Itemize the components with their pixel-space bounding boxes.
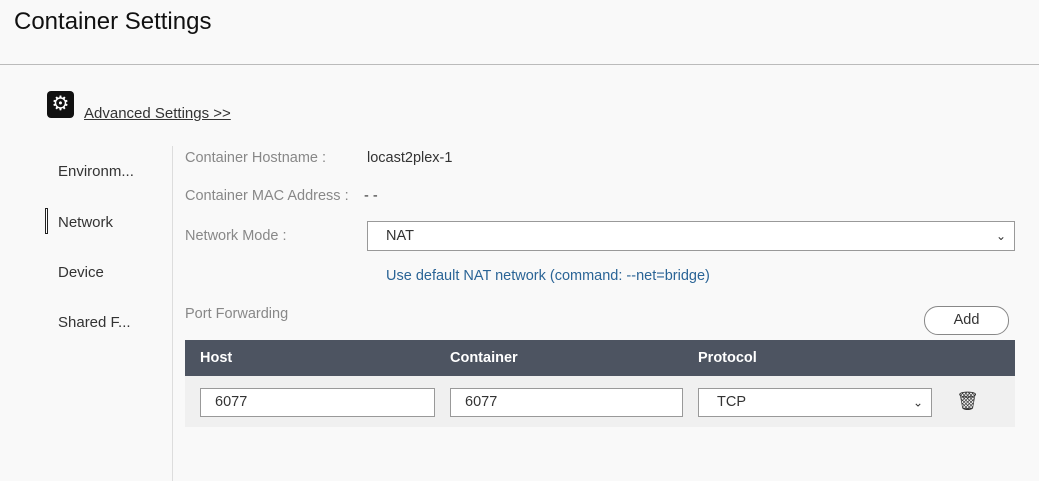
divider: [172, 146, 173, 481]
network-mode-label: Network Mode :: [185, 228, 287, 244]
host-port-input[interactable]: 6077: [200, 388, 435, 417]
page-title: Container Settings: [14, 8, 212, 35]
table-row: 6077 6077 TCP ⌄ 🗑: [185, 376, 1015, 427]
add-button[interactable]: Add: [924, 306, 1009, 335]
trash-icon[interactable]: 🗑: [956, 391, 979, 411]
divider: [0, 64, 1039, 65]
table-header: Host Container Protocol: [185, 340, 1015, 376]
mac-label: Container MAC Address :: [185, 188, 349, 204]
nav-item-environment[interactable]: Environm...: [58, 163, 134, 180]
advanced-settings-link[interactable]: Advanced Settings >>: [84, 105, 231, 122]
nav-item-network[interactable]: Network: [58, 214, 114, 231]
column-container: Container: [450, 350, 518, 366]
hostname-value: locast2plex-1: [367, 150, 453, 166]
hostname-label: Container Hostname :: [185, 150, 327, 166]
chevron-down-icon: ⌄: [995, 229, 1006, 243]
network-mode-hint: Use default NAT network (command: --net=…: [386, 268, 710, 284]
chevron-down-icon: ⌄: [912, 395, 923, 409]
gear-icon[interactable]: ⚙: [47, 91, 74, 118]
protocol-select[interactable]: TCP ⌄: [698, 388, 932, 417]
column-protocol: Protocol: [698, 350, 757, 366]
mac-value: - -: [364, 188, 378, 204]
network-mode-value: NAT: [386, 228, 414, 244]
container-port-input[interactable]: 6077: [450, 388, 683, 417]
port-forwarding-label: Port Forwarding: [185, 306, 289, 322]
nav-item-shared-folders[interactable]: Shared F...: [58, 314, 131, 331]
column-host: Host: [200, 350, 233, 366]
active-nav-indicator: [45, 208, 48, 234]
nav-item-device[interactable]: Device: [58, 264, 104, 281]
protocol-value: TCP: [717, 394, 746, 410]
network-mode-select[interactable]: NAT ⌄: [367, 221, 1015, 251]
